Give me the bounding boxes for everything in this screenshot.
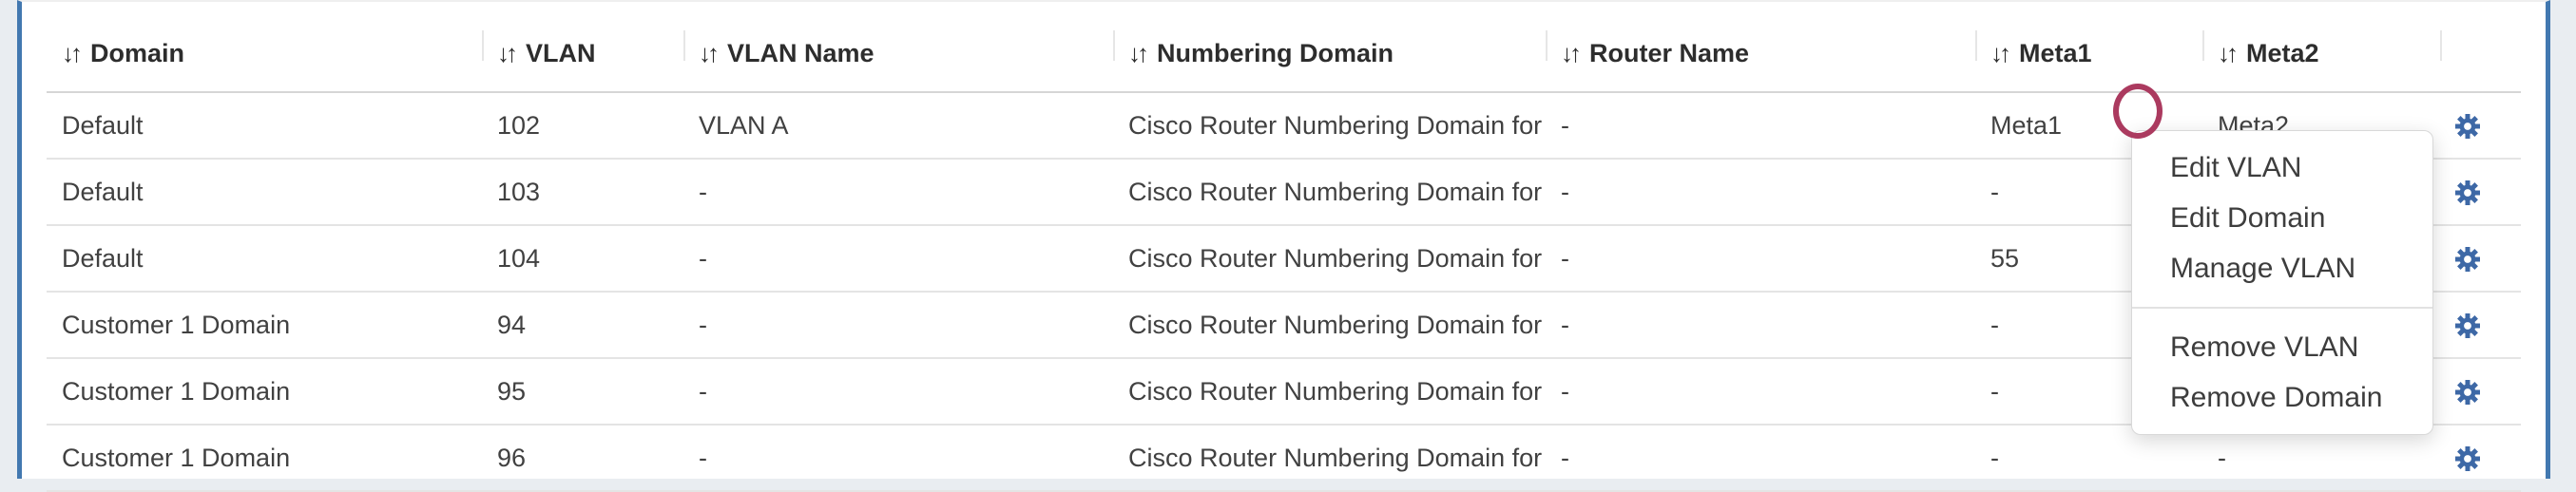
column-header-actions: [2440, 2, 2521, 93]
column-header-domain[interactable]: ↓↑Domain: [47, 2, 482, 93]
cell-vlan-name: -: [683, 358, 1113, 426]
column-header-numbering-domain[interactable]: ↓↑ Numbering Domain: [1113, 2, 1546, 93]
column-header-label: VLAN Name: [727, 38, 875, 67]
menu-item-remove-domain[interactable]: Remove Domain: [2170, 382, 2383, 413]
cell-actions: [2440, 425, 2521, 492]
sort-icon: ↓↑: [497, 38, 518, 67]
cell-actions: [2440, 292, 2521, 359]
column-header-meta2[interactable]: ↓↑Meta2: [2202, 2, 2440, 93]
column-header-label: Router Name: [1589, 38, 1750, 67]
cell-router-name: -: [1546, 225, 1975, 293]
column-header-vlan[interactable]: ↓↑ VLAN: [482, 2, 683, 93]
cell-domain: Customer 1 Domain: [47, 425, 482, 492]
cell-numbering-domain: Cisco Router Numbering Domain for ...: [1113, 425, 1546, 492]
sort-icon: ↓↑: [1561, 38, 1582, 67]
cell-vlan: 94: [482, 292, 683, 359]
cell-vlan: 102: [482, 92, 683, 160]
sort-icon: ↓↑: [1990, 38, 2011, 67]
cell-router-name: -: [1546, 92, 1975, 160]
cell-vlan-name: VLAN A: [683, 92, 1113, 160]
column-header-router-name[interactable]: ↓↑Router Name: [1546, 2, 1975, 93]
column-header-label: VLAN: [526, 38, 596, 67]
cell-vlan-name: -: [683, 425, 1113, 492]
cell-vlan-name: -: [683, 159, 1113, 226]
menu-divider: [2132, 307, 2432, 309]
sort-icon: ↓↑: [1128, 38, 1149, 67]
cell-actions: [2440, 225, 2521, 293]
row-actions-gear-icon[interactable]: [2455, 313, 2480, 339]
cell-domain: Default: [47, 225, 482, 293]
menu-item-remove-vlan[interactable]: Remove VLAN: [2170, 331, 2359, 363]
cell-domain: Default: [47, 159, 482, 226]
cell-numbering-domain: Cisco Router Numbering Domain for ...: [1113, 358, 1546, 426]
column-header-label: Domain: [90, 38, 185, 67]
row-actions-gear-icon[interactable]: [2455, 180, 2480, 206]
cell-router-name: -: [1546, 358, 1975, 426]
cell-router-name: -: [1546, 159, 1975, 226]
cell-vlan: 104: [482, 225, 683, 293]
cell-numbering-domain: Cisco Router Numbering Domain for ...: [1113, 225, 1546, 293]
row-actions-menu: Edit VLAN Edit Domain Manage VLAN Remove…: [2131, 130, 2433, 435]
column-header-vlan-name[interactable]: ↓↑VLAN Name: [683, 2, 1113, 93]
column-header-label: Meta1: [2019, 38, 2092, 67]
row-actions-gear-icon[interactable]: [2455, 446, 2480, 472]
cell-domain: Customer 1 Domain: [47, 358, 482, 426]
cell-router-name: -: [1546, 425, 1975, 492]
menu-item-edit-vlan[interactable]: Edit VLAN: [2170, 152, 2302, 183]
cell-actions: [2440, 358, 2521, 426]
table-row: Default 103 - Cisco Router Numbering Dom…: [47, 159, 2521, 226]
sort-icon: ↓↑: [2218, 38, 2239, 67]
sort-icon: ↓↑: [699, 38, 720, 67]
cell-domain: Default: [47, 92, 482, 160]
column-header-label: Numbering Domain: [1157, 38, 1394, 67]
cell-vlan: 96: [482, 425, 683, 492]
row-actions-gear-icon[interactable]: [2455, 380, 2480, 406]
table-header-row: ↓↑Domain ↓↑VLAN ↓↑VLAN Name ↓↑Numbering …: [47, 2, 2521, 93]
cell-domain: Customer 1 Domain: [47, 292, 482, 359]
cell-vlan: 103: [482, 159, 683, 226]
cell-vlan-name: -: [683, 292, 1113, 359]
menu-item-manage-vlan[interactable]: Manage VLAN: [2170, 253, 2356, 284]
menu-item-edit-domain[interactable]: Edit Domain: [2170, 202, 2326, 234]
cell-actions: [2440, 159, 2521, 226]
row-actions-gear-icon[interactable]: [2455, 247, 2480, 273]
column-header-meta1[interactable]: ↓↑ Meta1: [1975, 2, 2202, 93]
sort-icon: ↓↑: [62, 38, 83, 67]
cell-vlan-name: -: [683, 225, 1113, 293]
cell-numbering-domain: Cisco Router Numbering Domain for ...: [1113, 92, 1546, 160]
cell-numbering-domain: Cisco Router Numbering Domain for ...: [1113, 159, 1546, 226]
cell-numbering-domain: Cisco Router Numbering Domain for ...: [1113, 292, 1546, 359]
cell-router-name: -: [1546, 292, 1975, 359]
cell-vlan: 95: [482, 358, 683, 426]
click-indicator-circle: [2113, 84, 2163, 139]
column-header-label: Meta2: [2246, 38, 2319, 67]
cell-actions: [2440, 92, 2521, 160]
row-actions-gear-icon[interactable]: [2455, 114, 2480, 140]
